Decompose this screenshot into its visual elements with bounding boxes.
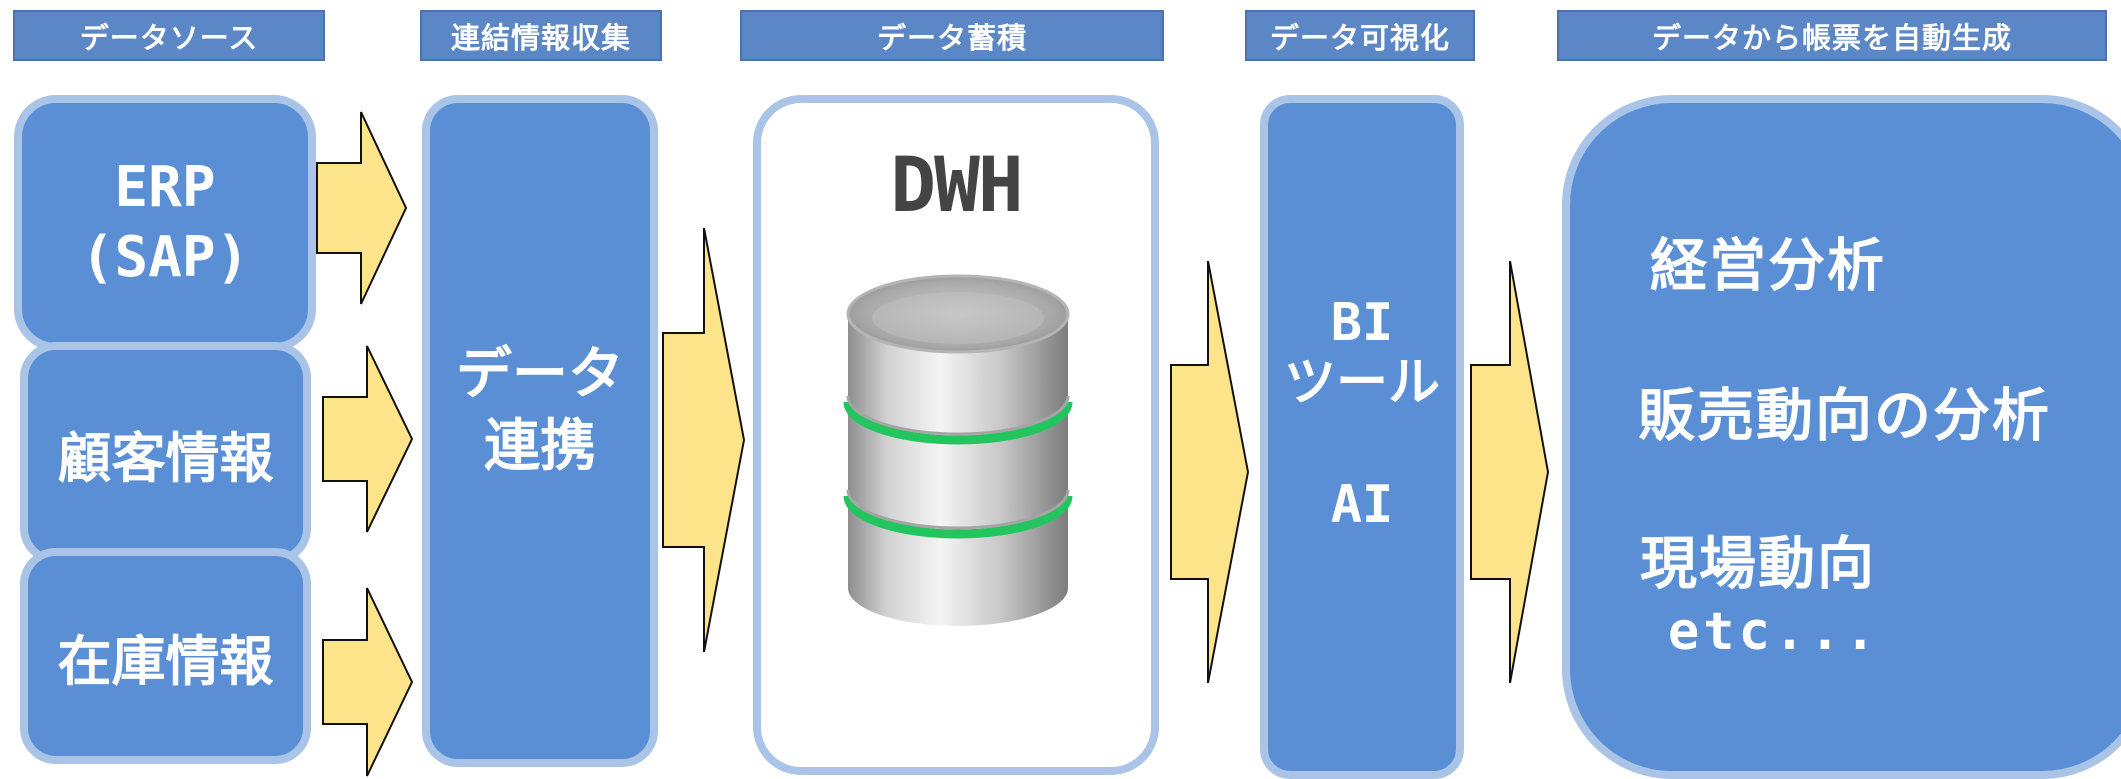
source-erp-sublabel: (SAP) — [80, 225, 250, 290]
arrow-tools-to-results — [1470, 260, 1550, 684]
result-item-sales-trend-analysis: 販売動向の分析 — [1638, 383, 2051, 449]
arrow-dwh-to-tools — [1170, 260, 1250, 684]
arrow-integration-to-dwh — [662, 227, 746, 653]
tools-tool-label: ツール — [1283, 353, 1440, 413]
result-item-field-trends: 現場動向 — [1640, 531, 1876, 597]
tools-box: BI ツール AI — [1260, 95, 1464, 779]
header-collection: 連結情報収集 — [420, 10, 662, 61]
arrow-customer-to-integration — [322, 345, 414, 533]
source-customer-label: 顧客情報 — [57, 426, 274, 490]
source-inventory-label: 在庫情報 — [57, 629, 274, 693]
result-item-etc: etc... — [1668, 602, 1880, 662]
source-erp-label: ERP — [114, 155, 216, 220]
arrow-erp-to-integration — [316, 111, 408, 305]
integration-box: データ 連携 — [422, 95, 658, 767]
result-item-management-analysis: 経営分析 — [1650, 233, 1886, 299]
tools-bi-label: BI — [1330, 293, 1394, 353]
integration-label-line2: 連携 — [484, 414, 596, 479]
arrow-inventory-to-integration — [322, 587, 414, 777]
header-visualization: データ可視化 — [1245, 10, 1475, 61]
database-cylinder-icon — [843, 274, 1073, 626]
source-erp-box: ERP (SAP) — [14, 95, 316, 351]
header-accumulation: データ蓄積 — [740, 10, 1164, 61]
results-box — [1562, 95, 2121, 779]
integration-label-line1: データ — [456, 342, 624, 407]
source-inventory-box: 在庫情報 — [20, 548, 311, 764]
tools-ai-label: AI — [1330, 475, 1394, 535]
source-customer-box: 顧客情報 — [20, 342, 311, 564]
dwh-label: DWH — [890, 140, 1023, 229]
header-data-source: データソース — [13, 10, 325, 61]
header-reports: データから帳票を自動生成 — [1557, 10, 2107, 61]
